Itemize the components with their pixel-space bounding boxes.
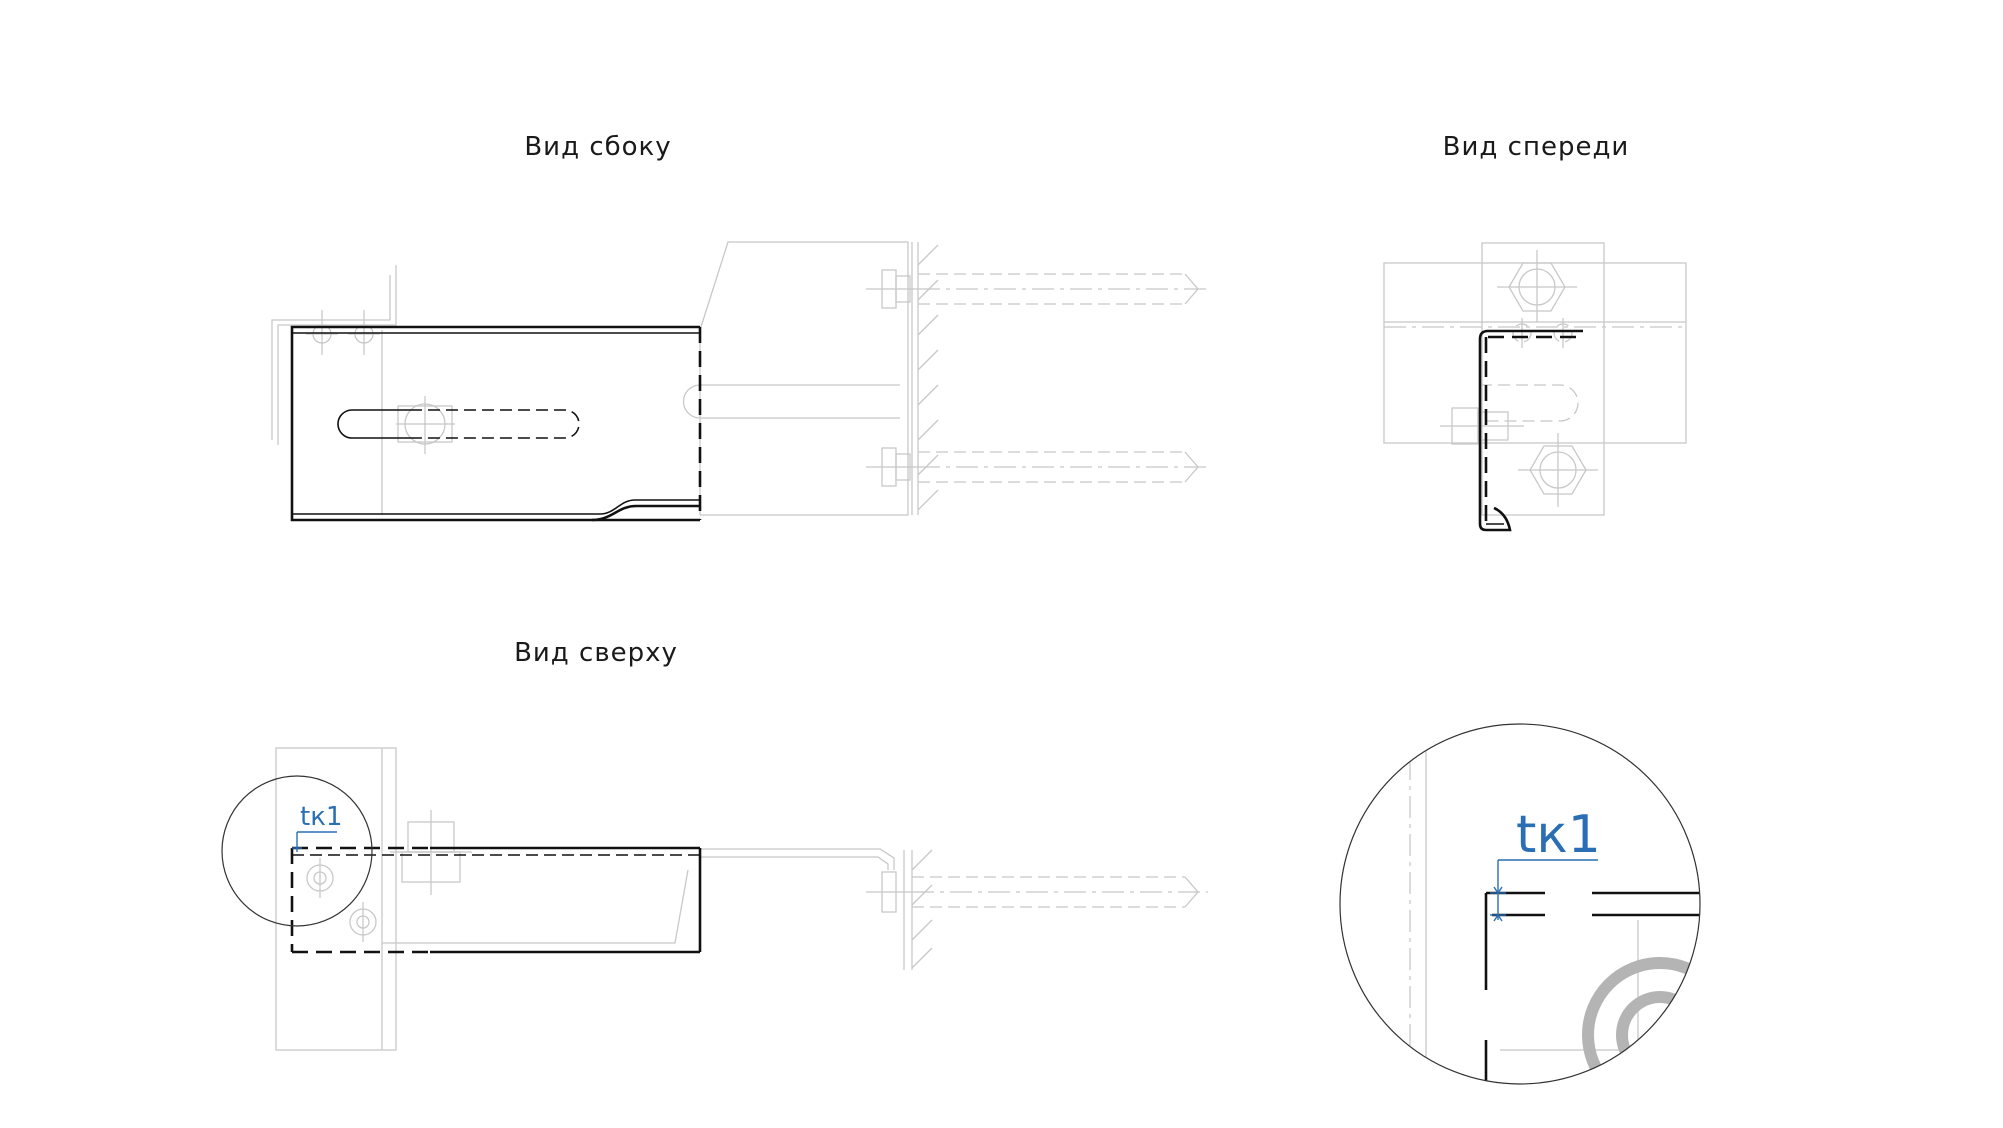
top-view-profile (290, 846, 702, 954)
front-view-title: Вид спереди (1443, 132, 1630, 162)
top-view-background (275, 747, 1208, 1051)
detail-callout-circle (221, 775, 373, 927)
detail-callout-label: tк1 (292, 802, 342, 852)
detail-label-large: tк1 (1516, 805, 1601, 865)
top-view: tк1 (221, 747, 1208, 1051)
detail-view-label: tк1 (1490, 805, 1601, 922)
detail-view-circle (1339, 723, 1701, 1085)
detail-view: tк1 (1339, 723, 1701, 1085)
side-view-profile (290, 325, 702, 522)
detail-label-small: tк1 (300, 802, 342, 832)
front-view (1383, 242, 1687, 532)
side-view (271, 241, 1208, 522)
side-view-title: Вид сбоку (524, 132, 671, 162)
top-view-title: Вид сверху (514, 638, 678, 668)
front-view-background (1383, 242, 1687, 516)
front-view-profile (1478, 329, 1583, 532)
side-view-background (271, 241, 1208, 516)
